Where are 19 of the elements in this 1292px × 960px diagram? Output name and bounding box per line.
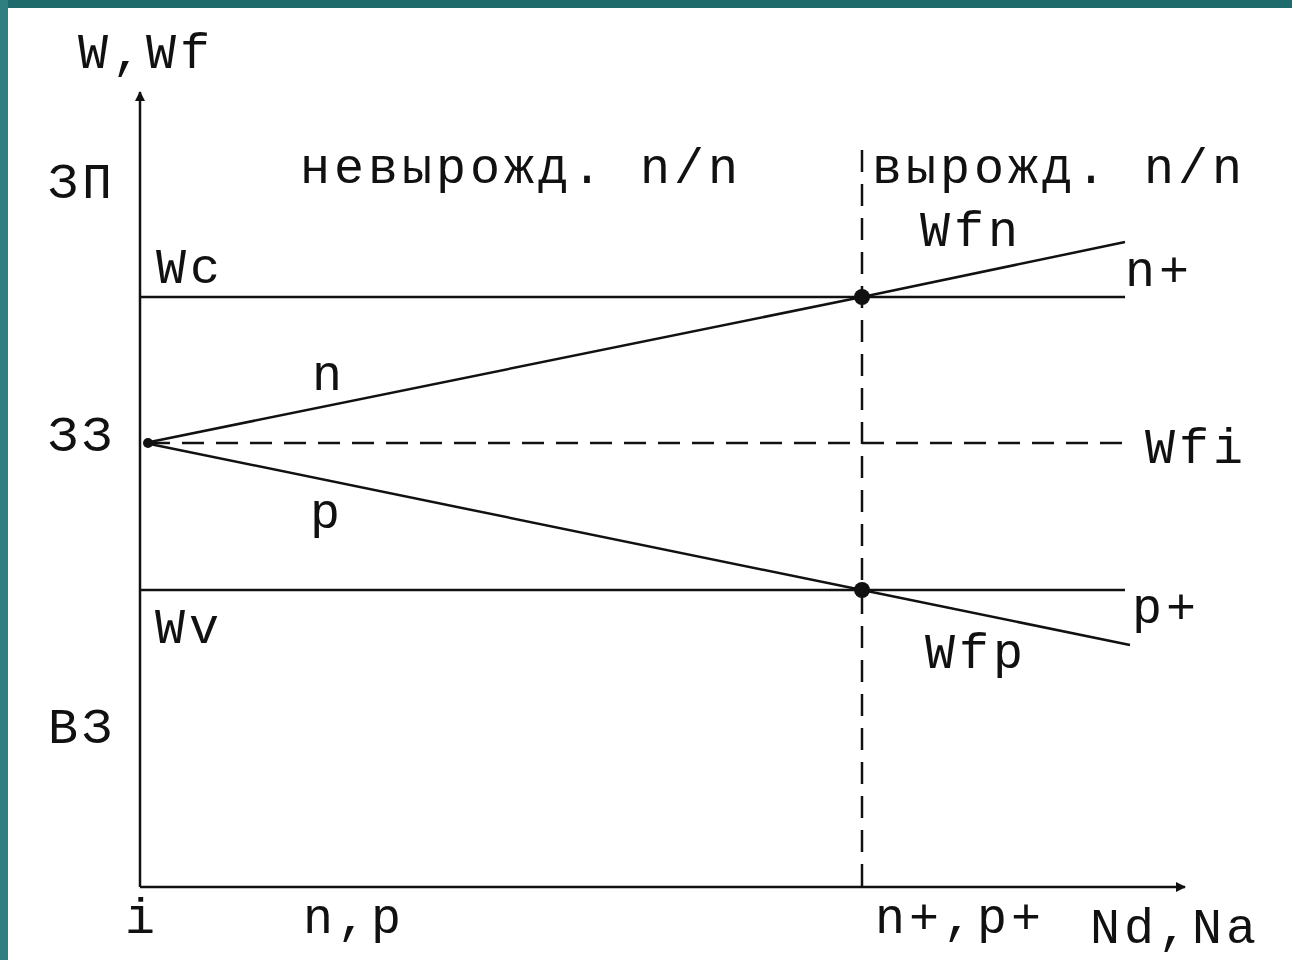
axis-label: W,Wf — [78, 30, 215, 80]
level-label: Wv — [155, 605, 223, 655]
level-label: p+ — [1132, 585, 1200, 635]
axis-label: Nd,Na — [1090, 905, 1261, 955]
level-label: Wfp — [925, 630, 1027, 680]
level-label: Wfi — [1145, 425, 1247, 475]
axis-tick-label: n+,p+ — [875, 895, 1046, 945]
band-label: ЗЗ — [48, 413, 116, 463]
level-label: n+ — [1125, 248, 1193, 298]
curve-label: p — [310, 490, 344, 540]
curve-label: n — [312, 352, 346, 402]
band-label: ВЗ — [48, 705, 116, 755]
level-label: Wfn — [920, 208, 1022, 258]
region-label: невырожд. n/n — [300, 145, 743, 195]
axis-tick-label: n,p — [303, 895, 405, 945]
band-label: ЗП — [48, 160, 116, 210]
level-label: Wc — [156, 245, 224, 295]
axis-tick-label: i — [125, 895, 159, 945]
region-label: вырожд. n/n — [872, 145, 1247, 195]
